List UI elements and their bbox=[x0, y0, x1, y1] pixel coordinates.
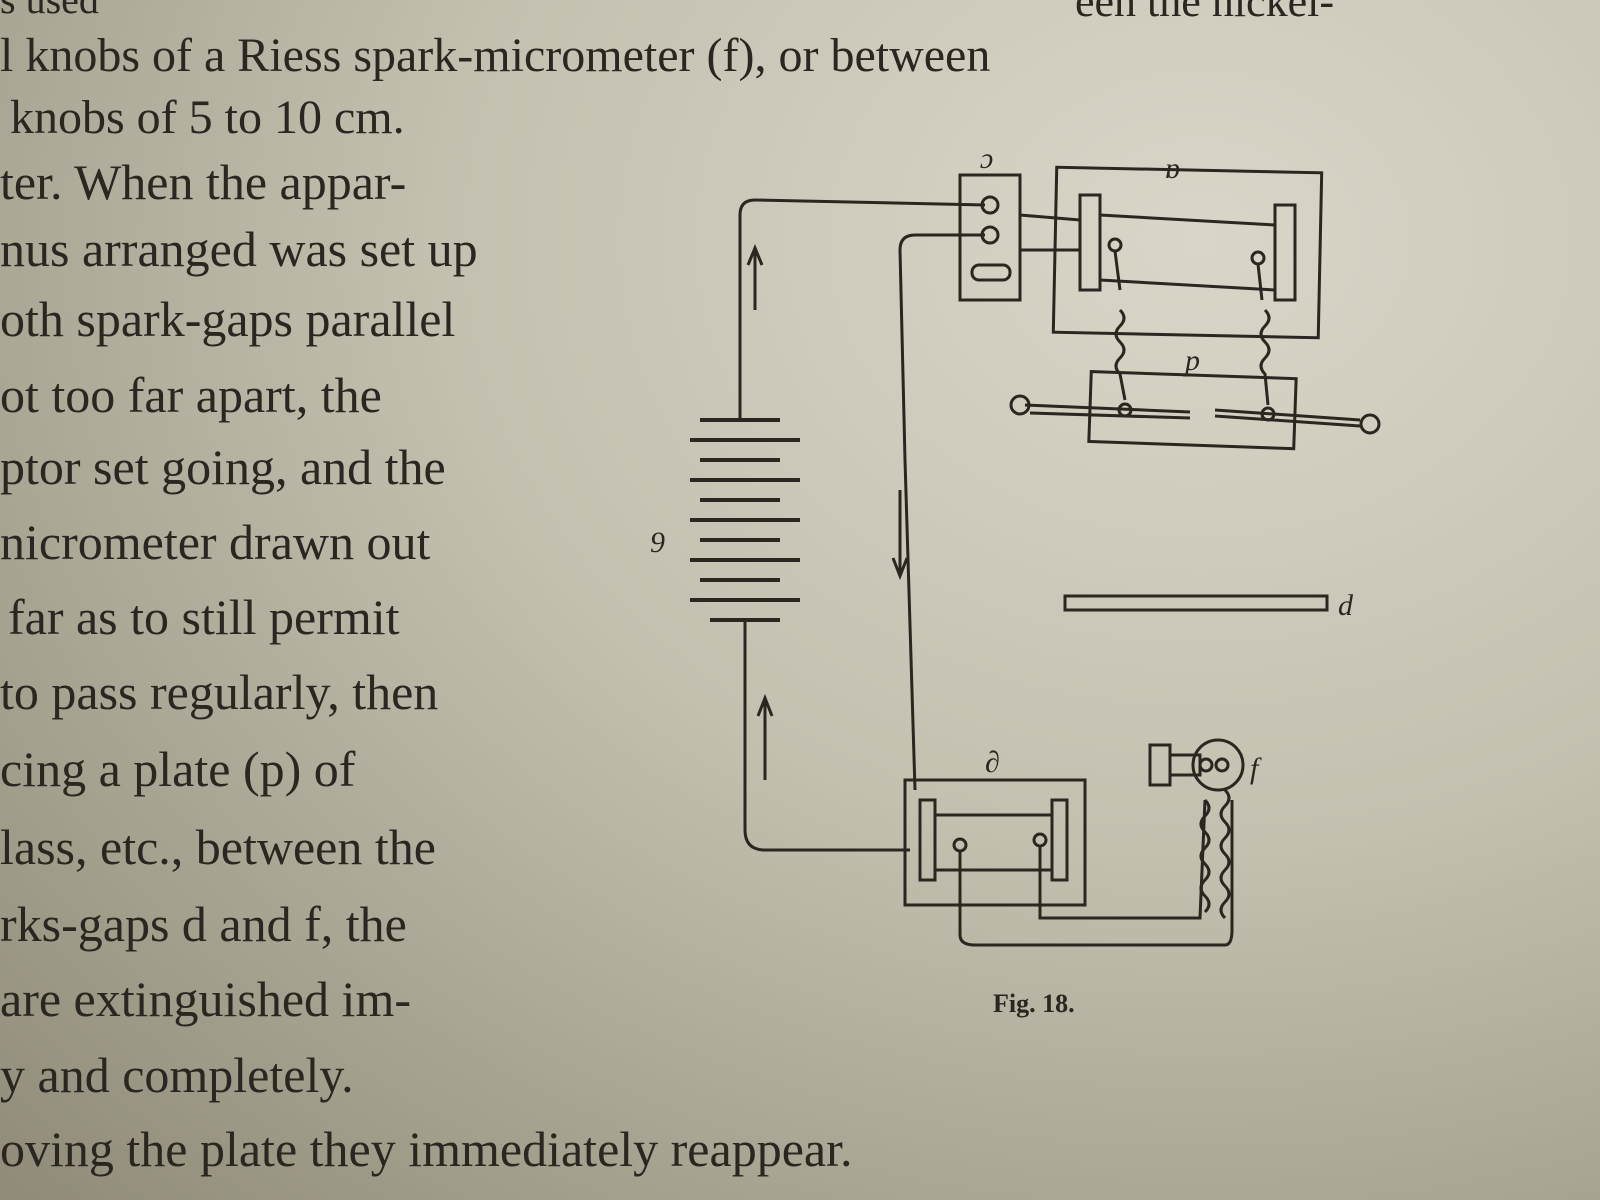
label-battery: 9 bbox=[650, 526, 665, 559]
battery bbox=[690, 418, 800, 622]
label-rod: d bbox=[1338, 589, 1354, 622]
label-bottom-box: ∂ bbox=[985, 746, 1000, 779]
spark-micrometer bbox=[1148, 738, 1245, 792]
inductor-box-top bbox=[1051, 165, 1324, 340]
text-line: far as to still permit bbox=[8, 589, 400, 645]
text-line: lass, etc., between the bbox=[0, 819, 436, 875]
text-line: rks-gaps d and f, the bbox=[0, 896, 407, 952]
wire-top bbox=[738, 198, 986, 420]
arrow-down-icon bbox=[891, 490, 909, 581]
text-line: y and completely. bbox=[0, 1047, 354, 1103]
switch-box bbox=[958, 173, 1022, 302]
text-line: oving the plate they immediately reappea… bbox=[0, 1121, 853, 1177]
figure-caption: Fig. 18. bbox=[993, 989, 1075, 1018]
wire-middle bbox=[898, 233, 985, 791]
label-plate: p bbox=[1183, 344, 1200, 377]
label-top-large: ɒ bbox=[1165, 152, 1180, 185]
label-micrometer: f bbox=[1250, 752, 1262, 785]
text-line: are extinguished im- bbox=[0, 971, 411, 1027]
text-line: knobs of 5 to 10 cm. bbox=[10, 91, 405, 144]
arrow-up-icon bbox=[746, 244, 764, 310]
text-line: een the nickel- bbox=[1075, 0, 1334, 26]
text-line: nus arranged was set up bbox=[0, 221, 478, 277]
rod-d bbox=[1063, 594, 1329, 612]
text-line: ptor set going, and the bbox=[0, 439, 446, 495]
arrow-up-icon bbox=[756, 693, 774, 780]
text-line: nicrometer drawn out bbox=[0, 514, 431, 570]
text-line: ter. When the appar- bbox=[0, 154, 407, 210]
text-line: s used bbox=[0, 0, 99, 22]
text-line: l knobs of a Riess spark-micrometer (f),… bbox=[0, 29, 991, 82]
inductor-box-bottom bbox=[903, 778, 1087, 907]
text-line: cing a plate (p) of bbox=[0, 741, 356, 797]
text-line: ot too far apart, the bbox=[0, 367, 382, 423]
wire-bottom bbox=[743, 620, 910, 852]
label-top-small: ɔ bbox=[980, 142, 993, 175]
text-line: oth spark-gaps parallel bbox=[0, 291, 456, 347]
text-line: to pass regularly, then bbox=[0, 664, 439, 720]
